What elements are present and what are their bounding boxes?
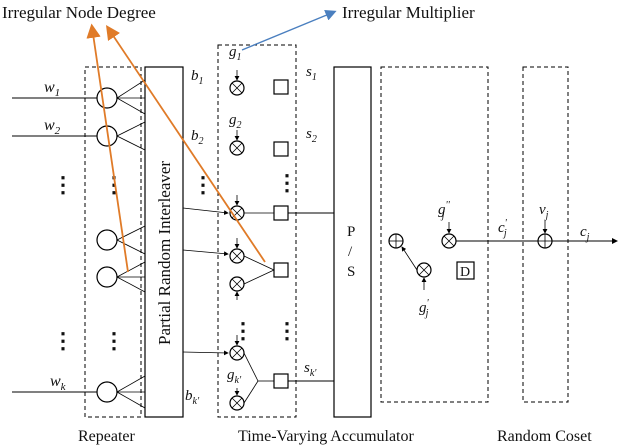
repeater-ellipsis-bottom: ⋮ — [103, 328, 125, 353]
orange-arrow-2 — [105, 25, 266, 263]
ps-slash-label: / — [348, 244, 353, 260]
register-5 — [273, 373, 289, 389]
g-prime-label: g'j — [419, 298, 430, 319]
register-4 — [273, 262, 289, 278]
register-ellipsis-top: ⋮ — [276, 170, 298, 195]
gk-label: gk' — [227, 367, 242, 386]
repeater-fanout-lines — [116, 79, 146, 409]
g2-label: g2 — [229, 112, 242, 131]
input-w2-label: w2 — [44, 117, 61, 137]
interleaver-box — [144, 66, 184, 418]
repeater-frame — [84, 66, 142, 418]
adder-node — [388, 233, 404, 249]
repeater-node-3 — [96, 229, 118, 251]
g-double-prime-label: g''j — [438, 200, 451, 221]
c-prime-label: c'j — [498, 218, 508, 239]
multiplier-5 — [229, 276, 245, 300]
multiplier-3 — [229, 195, 245, 221]
s2-label: s2 — [306, 126, 317, 145]
input-ellipsis-bottom: ⋮ — [52, 328, 74, 353]
b1-label: b1 — [191, 68, 204, 87]
repeater-node-4 — [96, 266, 118, 288]
multiplier-g-prime — [401, 246, 432, 290]
delay-label: D — [460, 265, 470, 280]
output-arrow-icon — [612, 238, 618, 244]
b-ellipsis: ⋮ — [192, 172, 214, 197]
accumulator-registers — [273, 79, 289, 389]
multiplier-2 — [229, 130, 245, 156]
multiplier-1 — [229, 70, 245, 96]
accumulator-caption: Time-Varying Accumulator — [238, 428, 415, 445]
ps-p-label: P — [347, 224, 355, 240]
accumulator-multipliers — [229, 70, 245, 411]
ps-converter-box — [333, 66, 372, 418]
multiplier-4 — [229, 238, 245, 264]
input-wk-label: wk — [50, 373, 67, 393]
multiplier-register-lines — [243, 212, 275, 404]
repeater-node-1 — [96, 87, 118, 109]
register-ellipsis-bottom: ⋮ — [276, 318, 298, 343]
inner-section-frame — [380, 66, 489, 403]
c-output-label: cj — [580, 224, 590, 243]
interleaver-label: Partial Random Interleaver — [155, 161, 174, 345]
multiplier-g-double-prime — [441, 222, 457, 249]
accumulator-frame — [217, 44, 297, 418]
random-coset-frame — [522, 66, 569, 403]
orange-arrow-1 — [86, 23, 129, 273]
bk-label: bk' — [185, 388, 200, 407]
irregular-multiplier-arrow — [241, 10, 337, 51]
repeater-caption: Repeater — [78, 428, 136, 445]
input-w1-label: w1 — [44, 79, 60, 99]
s1-label: s1 — [306, 64, 317, 83]
multiplier-6 — [229, 335, 245, 361]
register-1 — [273, 79, 289, 95]
register-3 — [273, 205, 289, 221]
irregular-node-degree-arrows — [86, 23, 266, 273]
random-coset-caption: Random Coset — [497, 428, 592, 445]
g1-label: g1 — [229, 44, 242, 63]
coset-adder — [537, 220, 553, 249]
delay-box — [456, 261, 475, 280]
repeater-node-5 — [96, 381, 118, 403]
v-label: vj — [539, 202, 549, 221]
sk-label: sk' — [304, 360, 317, 379]
b2-label: b2 — [191, 128, 204, 147]
multiplier-7 — [229, 388, 245, 411]
ps-s-label: S — [347, 264, 355, 280]
repeater-ellipsis-top: ⋮ — [103, 172, 125, 197]
input-ellipsis-top: ⋮ — [52, 172, 74, 197]
multiplier-ellipsis: ⋮ — [232, 318, 254, 343]
register-2 — [273, 141, 289, 157]
interleaver-output-lines — [182, 207, 229, 356]
irregular-node-degree-label: Irregular Node Degree — [2, 3, 156, 22]
irregular-multiplier-label: Irregular Multiplier — [342, 3, 475, 22]
